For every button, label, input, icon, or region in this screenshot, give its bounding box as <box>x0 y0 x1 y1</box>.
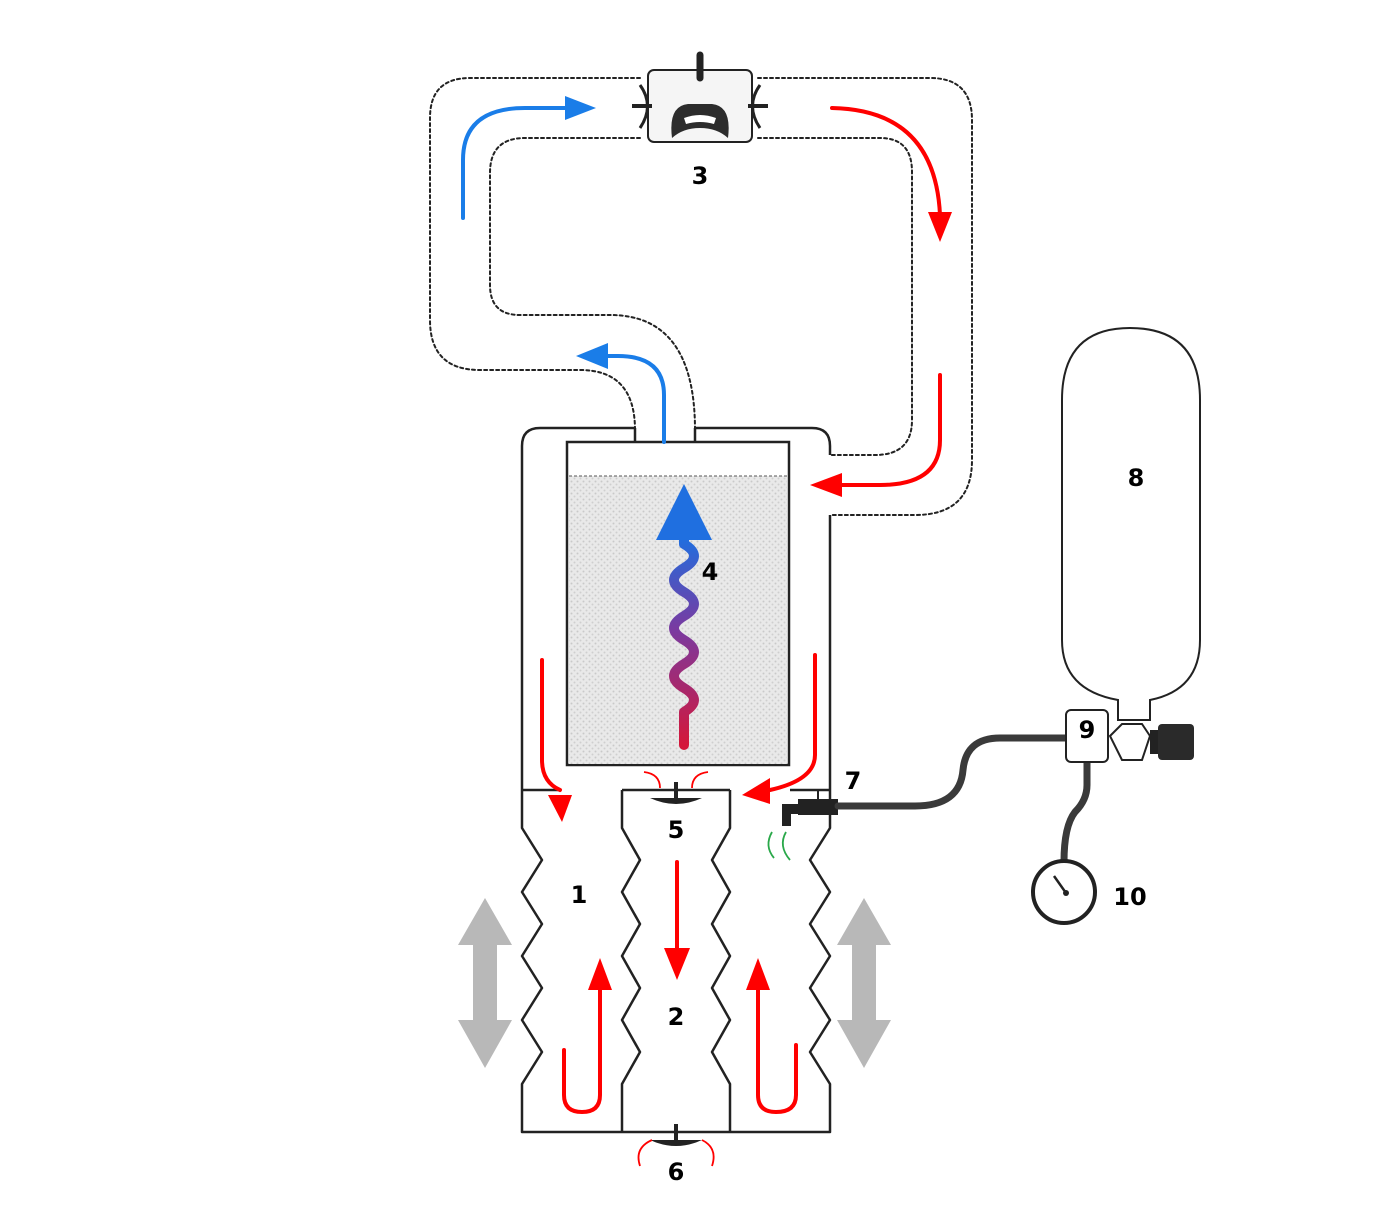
gas-injection-arrows <box>767 831 791 861</box>
exhale-hose-outer <box>757 77 973 516</box>
label-2: 2 <box>668 1003 685 1031</box>
scrubber-canister <box>565 440 791 767</box>
label-7: 7 <box>845 767 862 795</box>
inhale-flow-arrows <box>461 96 666 444</box>
mouthpiece-icon <box>632 51 768 143</box>
upper-housing-outline <box>520 426 832 790</box>
breathing-hose-loop <box>429 77 973 516</box>
exhale-flow-arrows <box>540 106 952 1115</box>
inhale-hose-inner <box>489 137 696 431</box>
pressure-gauge-icon <box>1031 859 1097 925</box>
label-9: 9 <box>1079 716 1096 744</box>
label-10: 10 <box>1113 883 1146 911</box>
gas-injector <box>782 790 838 826</box>
bellows-center-left <box>620 790 642 1132</box>
bellows-motion-arrows <box>458 898 891 1068</box>
first-stage-regulator <box>1065 709 1109 763</box>
label-5: 5 <box>668 816 685 844</box>
label-3: 3 <box>692 162 709 190</box>
valve-5 <box>650 782 702 804</box>
small-valve-flow-arrows <box>637 771 715 1167</box>
inhale-hose-outer <box>429 77 641 431</box>
label-1: 1 <box>571 881 588 909</box>
valve-knob-icon <box>1108 723 1194 761</box>
bellows-center-right <box>710 790 732 1132</box>
valve-6 <box>650 1124 702 1146</box>
label-6: 6 <box>668 1158 685 1186</box>
label-8: 8 <box>1128 464 1145 492</box>
gauge-hose <box>1060 758 1091 866</box>
exhale-hose-inner <box>757 137 913 456</box>
gas-cylinder <box>1061 326 1201 721</box>
supply-hose <box>834 734 1070 810</box>
label-4: 4 <box>702 558 719 586</box>
scrubber-flow-arrow <box>656 484 712 750</box>
